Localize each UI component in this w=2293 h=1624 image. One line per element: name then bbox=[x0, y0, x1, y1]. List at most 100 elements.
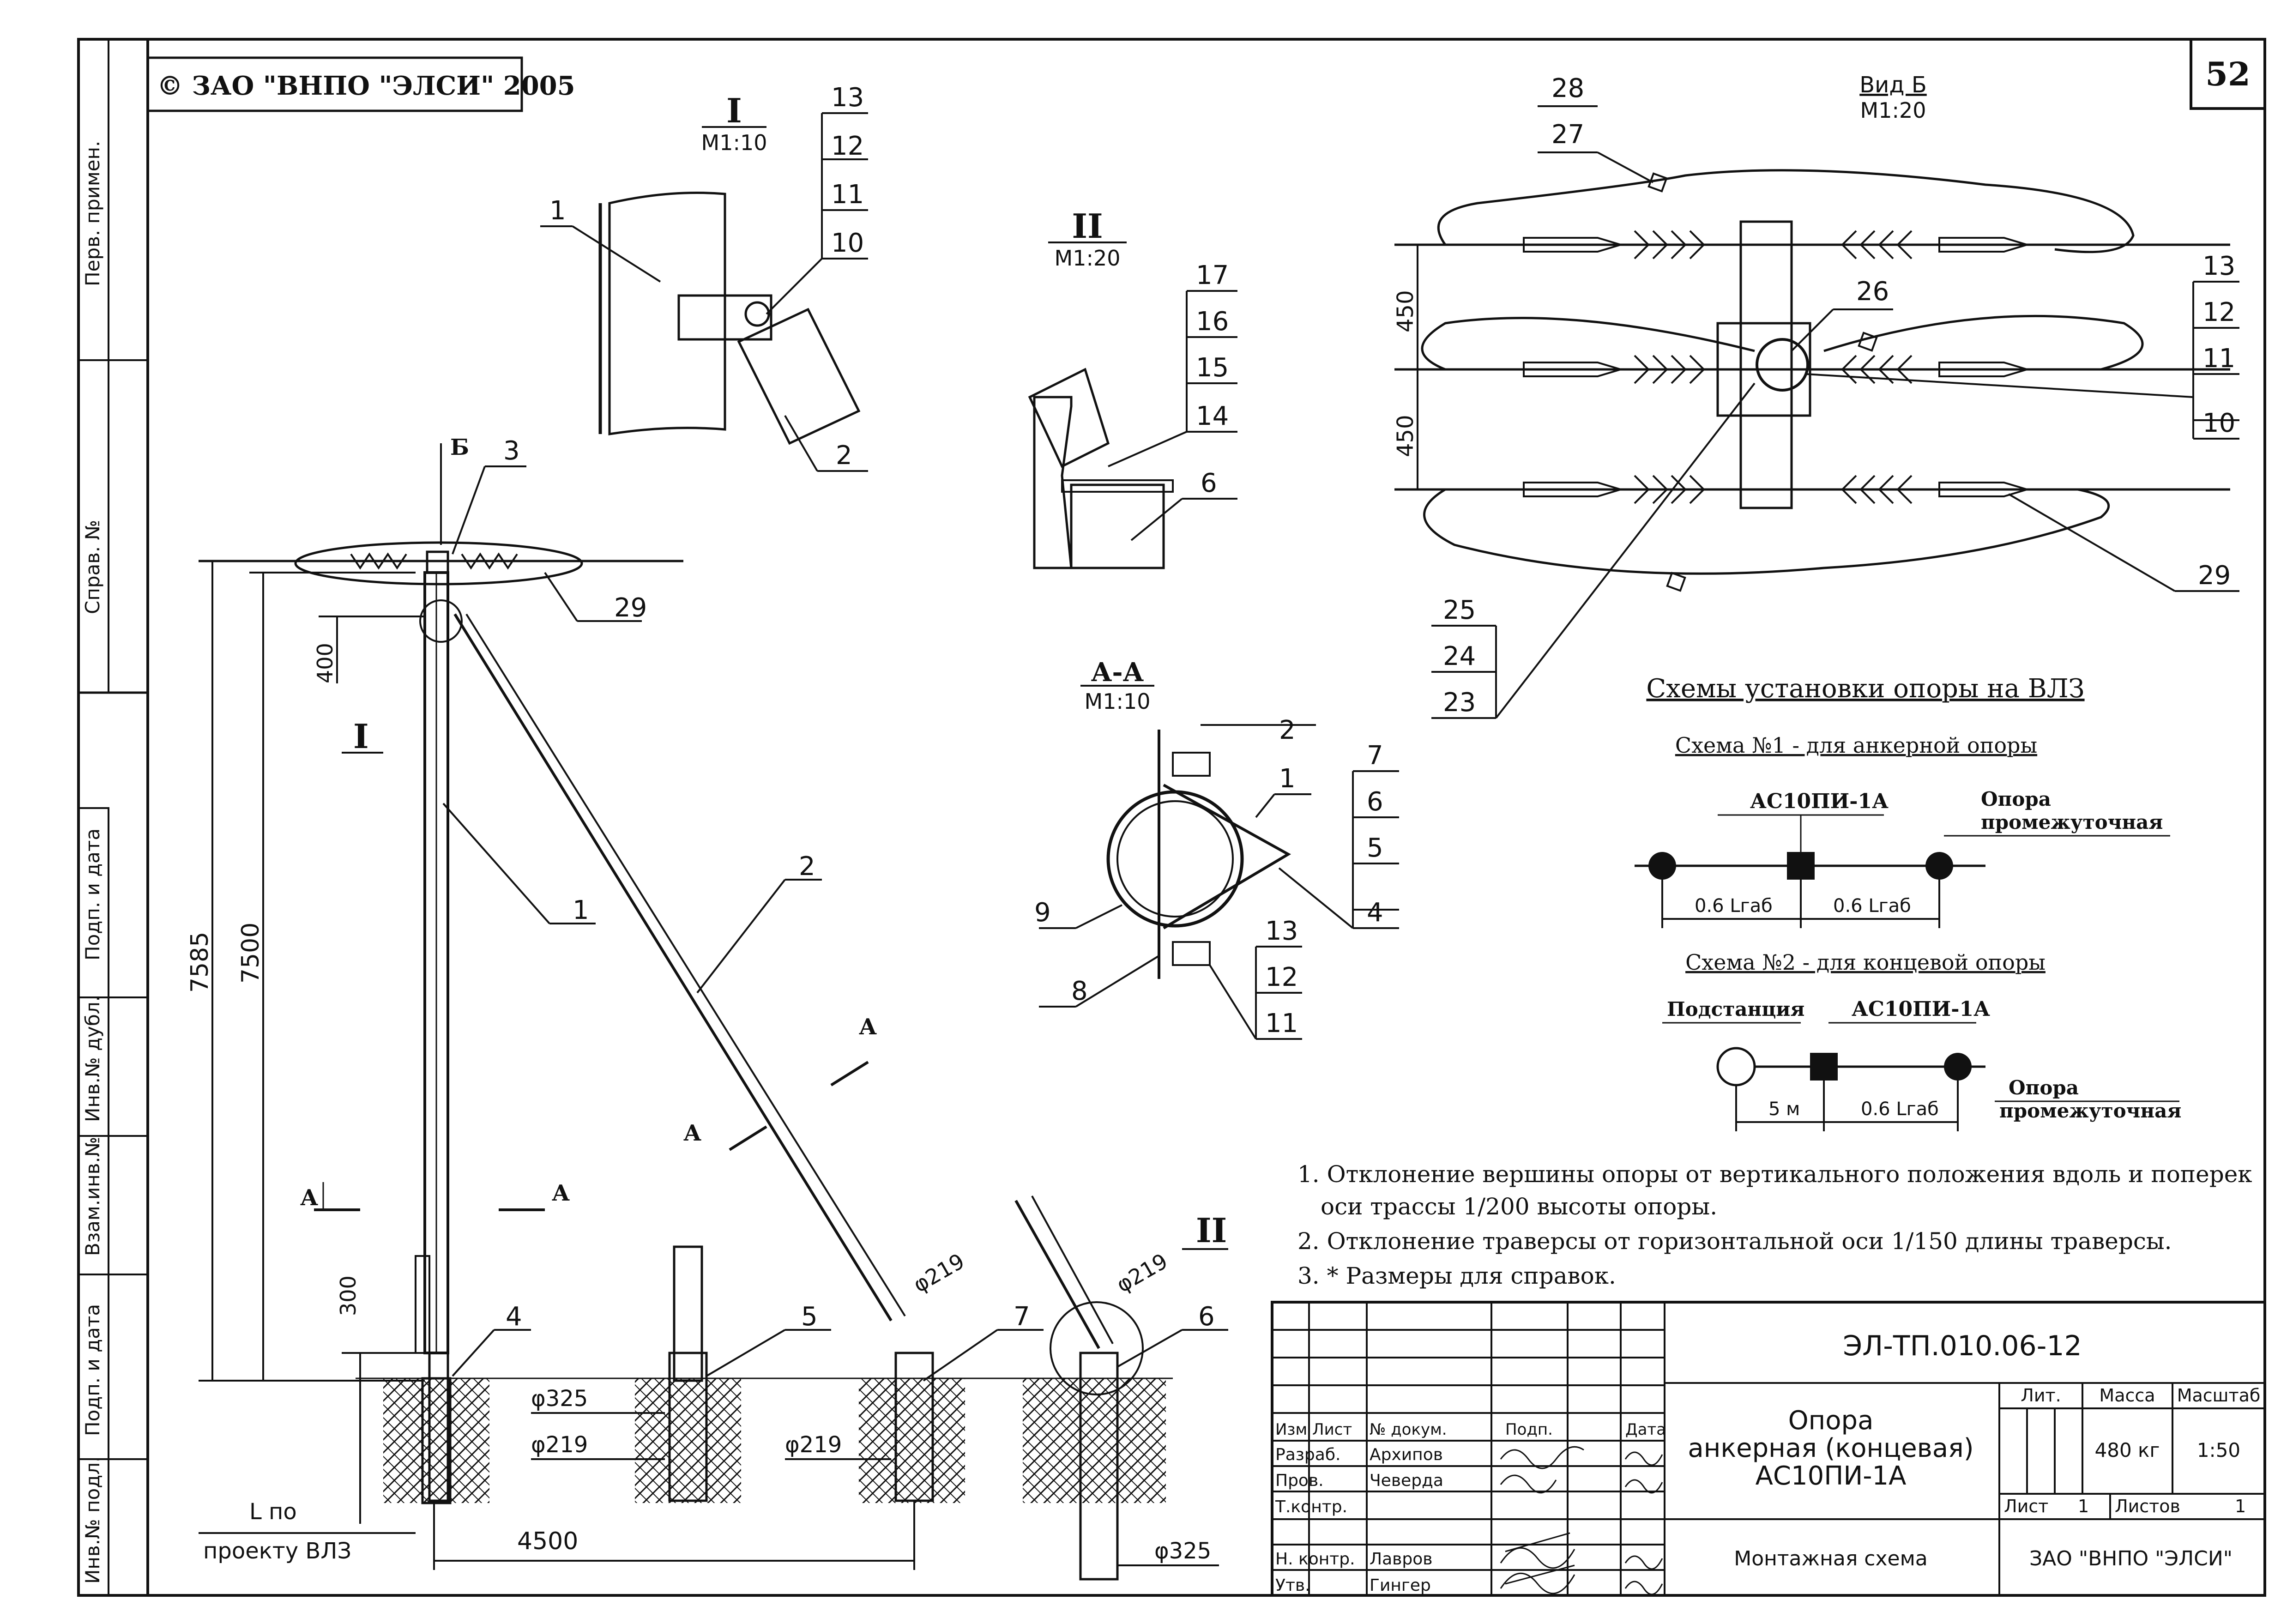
role: Утв. bbox=[1275, 1576, 1310, 1595]
section-mark: А bbox=[300, 1185, 318, 1211]
callout-5: 5 bbox=[801, 1302, 818, 1332]
role: Н. контр. bbox=[1275, 1550, 1355, 1569]
callout-11: 11 bbox=[831, 180, 864, 210]
callout-2: 2 bbox=[799, 851, 815, 881]
sheet-label: Лист bbox=[2004, 1496, 2048, 1516]
callout-25: 25 bbox=[1443, 595, 1476, 625]
person: Лавров bbox=[1370, 1550, 1432, 1569]
l-note: проекту ВЛЗ bbox=[203, 1538, 351, 1564]
scheme-2-title: Схема №2 - для концевой опоры bbox=[1685, 950, 2046, 975]
callout-9: 9 bbox=[1034, 898, 1051, 928]
scheme-1-right: Опора bbox=[1981, 788, 2051, 810]
doc-name: Опора bbox=[1788, 1406, 1874, 1436]
dim-219: φ219 bbox=[909, 1249, 969, 1298]
sheets-label: Листов bbox=[2115, 1496, 2180, 1516]
view-scale: М1:20 bbox=[1860, 98, 1926, 123]
view-mark: Б bbox=[450, 435, 469, 460]
callout-7: 7 bbox=[1367, 741, 1383, 771]
callout-24: 24 bbox=[1443, 641, 1476, 671]
callout-3: 3 bbox=[503, 436, 520, 466]
copyright-box bbox=[146, 56, 523, 112]
role: Пров. bbox=[1275, 1471, 1324, 1490]
dim-219: φ219 bbox=[531, 1432, 588, 1458]
scheme-2-right: промежуточная bbox=[1999, 1099, 2181, 1122]
note-line: 1. Отклонение вершины опоры от вертикаль… bbox=[1297, 1161, 2252, 1188]
view-title: Вид Б bbox=[1859, 72, 1927, 98]
callout-2: 2 bbox=[1279, 715, 1296, 745]
strut bbox=[453, 613, 893, 1322]
dim-7500: 7500 bbox=[237, 923, 265, 984]
callout-16: 16 bbox=[1196, 307, 1229, 337]
callout-29: 29 bbox=[2198, 561, 2231, 591]
stamp-label: Справ. № bbox=[81, 520, 104, 614]
view-scale: М1:10 bbox=[701, 130, 767, 155]
callout-8: 8 bbox=[1071, 976, 1088, 1006]
callout-1: 1 bbox=[1279, 764, 1296, 794]
l-note: L по bbox=[249, 1499, 297, 1525]
scheme-2-dim: 0.6 Lгаб bbox=[1861, 1099, 1939, 1120]
sheet-value: 1 bbox=[2078, 1496, 2089, 1516]
view-title: I bbox=[726, 91, 742, 130]
dim-400: 400 bbox=[313, 643, 338, 683]
sheet-number: 52 bbox=[2205, 55, 2250, 93]
callout-26: 26 bbox=[1856, 277, 1889, 307]
callout-2: 2 bbox=[836, 441, 852, 471]
callout-10: 10 bbox=[831, 228, 864, 258]
callout-7: 7 bbox=[1014, 1302, 1030, 1332]
callout-1: 1 bbox=[549, 196, 566, 226]
view-II: II М1:20 17 16 15 14 6 bbox=[1028, 206, 1237, 569]
scheme-2-right: Опора bbox=[2009, 1076, 2079, 1099]
dim-325: φ325 bbox=[531, 1386, 588, 1412]
mass-label: Масса bbox=[2099, 1385, 2155, 1406]
inner-frame bbox=[146, 38, 2266, 1597]
view-scale: М1:10 bbox=[1085, 689, 1151, 714]
lit-label: Лит. bbox=[2021, 1385, 2061, 1406]
view-B: Вид Б М1:20 bbox=[1393, 72, 2239, 719]
sheets-value: 1 bbox=[2235, 1496, 2246, 1516]
callout-28: 28 bbox=[1551, 73, 1584, 103]
callout-6: 6 bbox=[1367, 787, 1383, 817]
copyright-text: © ЗАО "ВНПО "ЭЛСИ" 2005 bbox=[157, 71, 575, 101]
notes: 1. Отклонение вершины опоры от вертикаль… bbox=[1297, 1161, 2252, 1289]
callout-5: 5 bbox=[1367, 833, 1383, 863]
callout-23: 23 bbox=[1443, 688, 1476, 718]
dim-219: φ219 bbox=[1112, 1249, 1172, 1298]
dim-4500: 4500 bbox=[517, 1527, 578, 1555]
sheet-number-box bbox=[2190, 38, 2266, 110]
callout-13: 13 bbox=[1265, 916, 1298, 946]
scale-label: Масштаб bbox=[2177, 1385, 2261, 1406]
callout-1: 1 bbox=[573, 895, 589, 925]
mass-value: 480 кг bbox=[2095, 1439, 2160, 1461]
stamp-label: Взам.инв.№ bbox=[81, 1137, 104, 1256]
callout-12: 12 bbox=[831, 131, 864, 161]
title-block: ЭЛ-ТП.010.06-12 Опора анкерная (концевая… bbox=[1271, 1301, 2266, 1597]
dim-450: 450 bbox=[1393, 290, 1418, 332]
scheme-2-support: АС10ПИ-1А bbox=[1852, 997, 1990, 1021]
callout-4: 4 bbox=[1367, 898, 1383, 928]
note-line: оси трассы 1/200 высоты опоры. bbox=[1321, 1193, 1717, 1220]
dim-219: φ219 bbox=[785, 1432, 842, 1458]
scheme-2-dim: 5 м bbox=[1768, 1099, 1800, 1120]
scale-value: 1:50 bbox=[2197, 1439, 2240, 1461]
callout-6: 6 bbox=[1201, 468, 1217, 498]
installation-schemes: Схемы установки опоры на ВЛЗ Схема №1 - … bbox=[1635, 674, 2181, 1131]
col-header: Изм bbox=[1275, 1420, 1307, 1439]
callout-10: 10 bbox=[2202, 408, 2235, 438]
col-header: № докум. bbox=[1370, 1420, 1447, 1439]
view-title: А-А bbox=[1091, 657, 1144, 688]
section-mark: А bbox=[859, 1014, 877, 1040]
callout-13: 13 bbox=[2202, 251, 2235, 281]
callout-14: 14 bbox=[1196, 401, 1229, 431]
section-mark: А bbox=[552, 1180, 570, 1206]
person: Чеверда bbox=[1370, 1471, 1443, 1490]
scheme-1-support: АС10ПИ-1А bbox=[1750, 790, 1889, 813]
schemes-title: Схемы установки опоры на ВЛЗ bbox=[1646, 674, 2084, 704]
callout-13: 13 bbox=[831, 83, 864, 113]
view-scale: М1:20 bbox=[1055, 246, 1121, 271]
callout-11: 11 bbox=[2202, 344, 2235, 374]
section-AA: А-А М1:10 2 bbox=[1034, 657, 1399, 1040]
scheme-2-left: Подстанция bbox=[1667, 998, 1804, 1020]
scheme-1-title: Схема №1 - для анкерной опоры bbox=[1675, 733, 2037, 758]
